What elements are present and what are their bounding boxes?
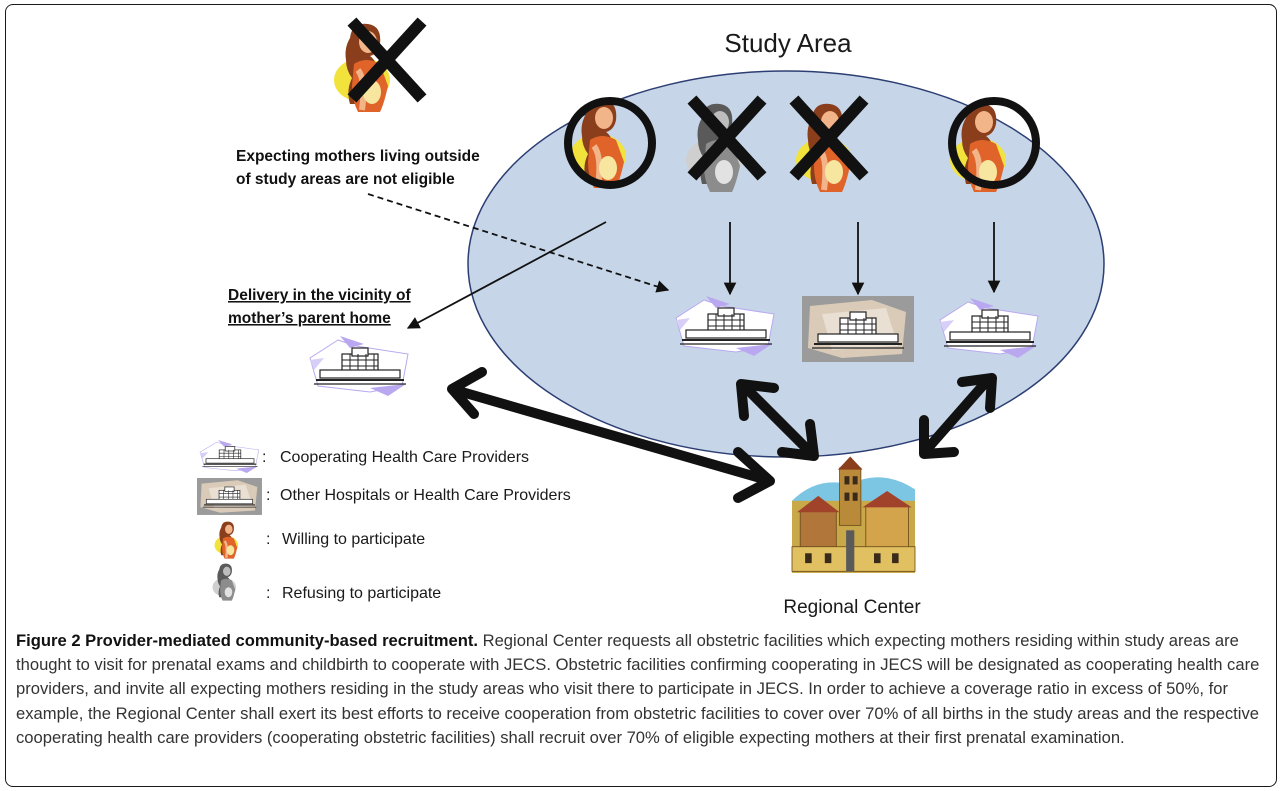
dashed-arrow <box>367 193 670 293</box>
double-arrow-coop2-regional <box>919 373 997 459</box>
outside-note-line1: Expecting mothers living outside <box>236 148 480 165</box>
arrow-to-vicinity <box>406 221 607 329</box>
legend-sep-2: : <box>266 487 270 504</box>
legend-label-3: Willing to participate <box>282 531 425 548</box>
refusing-mother-icon <box>212 563 237 601</box>
other-hospital <box>802 296 914 362</box>
double-arrow-coop1-regional <box>736 379 819 461</box>
willing-mother-icon <box>213 520 240 560</box>
participating-circle-2 <box>948 97 1040 189</box>
regional-center-icon <box>791 456 916 574</box>
caption-title: Figure 2 Provider-mediated community-bas… <box>16 631 478 650</box>
figure-caption: Figure 2 Provider-mediated community-bas… <box>16 629 1266 750</box>
double-arrow-vicinity-regional <box>447 367 775 503</box>
study-area-ellipse <box>467 70 1105 458</box>
legend-label-2: Other Hospitals or Health Care Providers <box>280 487 571 504</box>
caption-body: Regional Center requests all obstetric f… <box>16 631 1260 747</box>
recruitment-diagram: Study Area Expecting mothers living outs… <box>0 0 1105 618</box>
participating-circle-1 <box>564 97 656 189</box>
regional-center-label: Regional Center <box>783 597 921 618</box>
study-area-label: Study Area <box>724 28 852 58</box>
legend-sep-1: : <box>262 449 266 466</box>
figure-frame <box>5 4 1277 787</box>
legend: : Cooperating Health Care Providers : Ot… <box>197 440 571 602</box>
vicinity-hospital <box>310 336 408 396</box>
legend-label-1: Cooperating Health Care Providers <box>280 449 529 466</box>
vicinity-line2: mother’s parent home <box>228 310 391 327</box>
outside-note-line2: of study areas are not eligible <box>236 171 455 188</box>
vicinity-line1: Delivery in the vicinity of <box>228 287 411 304</box>
other-hospital-icon <box>197 478 262 515</box>
legend-sep-4: : <box>266 585 270 602</box>
cooperating-hospital-icon <box>200 440 259 473</box>
legend-sep-3: : <box>266 531 270 548</box>
legend-label-4: Refusing to participate <box>282 585 441 602</box>
